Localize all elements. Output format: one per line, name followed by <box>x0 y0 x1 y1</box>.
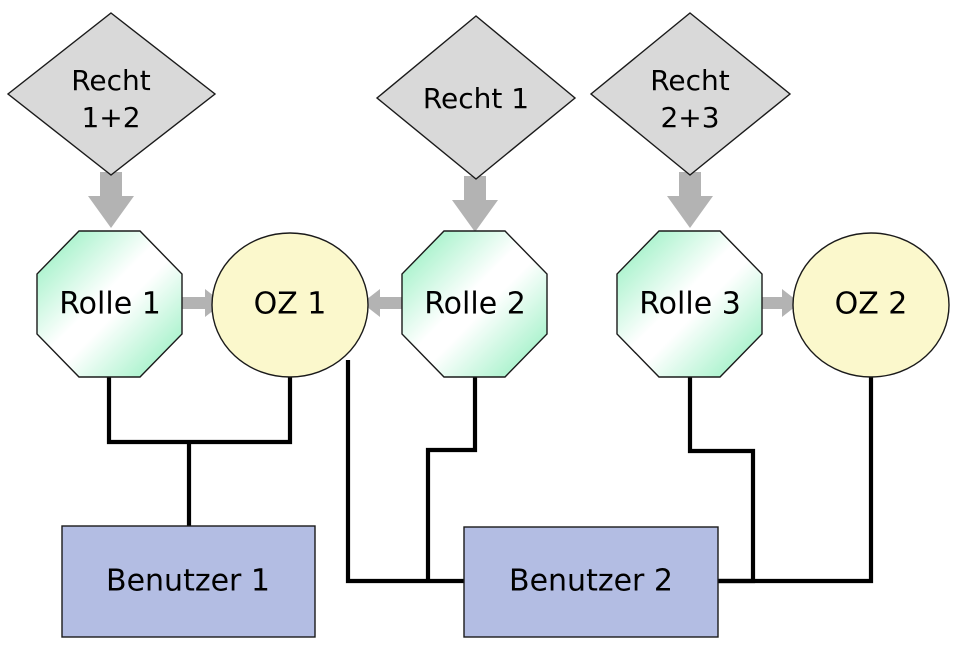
connector-rolle-2-to-benutzer-2 <box>425 370 478 581</box>
recht-1-label: Recht 1 <box>423 82 529 115</box>
node-recht-2-3[interactable]: Recht 2+3 <box>589 12 792 176</box>
connector-oz-1-to-benutzer-2 <box>345 360 464 584</box>
node-recht-1-2[interactable]: Recht 1+2 <box>6 12 217 176</box>
recht-1-2-shape[interactable] <box>6 12 217 176</box>
node-oz-1[interactable]: OZ 1 <box>211 232 369 378</box>
users-layer: Benutzer 1 Benutzer 2 <box>61 525 719 638</box>
oz-1-label: OZ 1 <box>254 287 327 322</box>
recht-1-2-label-line1: Recht <box>71 64 151 97</box>
benutzer-1-shape[interactable] <box>61 525 316 638</box>
recht-1-shape[interactable] <box>375 15 577 180</box>
oz-2-shape[interactable] <box>792 232 950 378</box>
rolle-1-label: Rolle 1 <box>59 287 161 322</box>
recht-1-2-label-line2: 1+2 <box>81 101 140 134</box>
node-rolle-1[interactable]: Rolle 1 <box>36 230 183 378</box>
benutzer-2-shape[interactable] <box>463 526 719 638</box>
node-rolle-3[interactable]: Rolle 3 <box>616 230 763 378</box>
rolle-2-shape[interactable] <box>401 230 548 378</box>
connector-rolle-1-to-benutzer-1 <box>106 370 189 445</box>
recht-2-3-label-line1: Recht <box>650 64 730 97</box>
node-benutzer-2[interactable]: Benutzer 2 <box>463 526 719 638</box>
oz-2-label: OZ 2 <box>835 287 908 322</box>
benutzer-2-label: Benutzer 2 <box>509 564 673 599</box>
arrow-rolle-3-to-oz-2 <box>758 289 800 317</box>
benutzer-1-label: Benutzer 1 <box>106 564 270 599</box>
rolle-1-shape[interactable] <box>36 230 183 378</box>
rolle-3-shape[interactable] <box>616 230 763 378</box>
roles-layer: Rolle 1 Rolle 2 Rolle 3 <box>36 230 763 378</box>
arrow-rolle-2-to-oz-1 <box>362 289 403 317</box>
connector-oz-2-to-benutzer-2 <box>718 372 874 584</box>
rights-layer: Recht 1+2 Recht 1 Recht 2+3 <box>6 12 792 180</box>
recht-2-3-label-line2: 2+3 <box>660 101 719 134</box>
arrow-recht-1-2-to-rolle-1 <box>88 172 134 228</box>
node-rolle-2[interactable]: Rolle 2 <box>401 230 548 378</box>
connector-oz-1-to-benutzer-1 <box>189 372 293 445</box>
arrow-recht-2-3-to-rolle-3 <box>667 172 713 228</box>
node-benutzer-1[interactable]: Benutzer 1 <box>61 525 316 638</box>
oz-1-shape[interactable] <box>211 232 369 378</box>
node-recht-1[interactable]: Recht 1 <box>375 15 577 180</box>
node-oz-2[interactable]: OZ 2 <box>792 232 950 378</box>
rolle-3-label: Rolle 3 <box>639 287 741 322</box>
arrow-recht-1-to-rolle-2 <box>452 176 498 232</box>
org-units-layer: OZ 1 OZ 2 <box>211 232 950 378</box>
recht-2-3-shape[interactable] <box>589 12 792 176</box>
connector-layer <box>106 360 874 584</box>
rolle-2-label: Rolle 2 <box>424 287 526 322</box>
